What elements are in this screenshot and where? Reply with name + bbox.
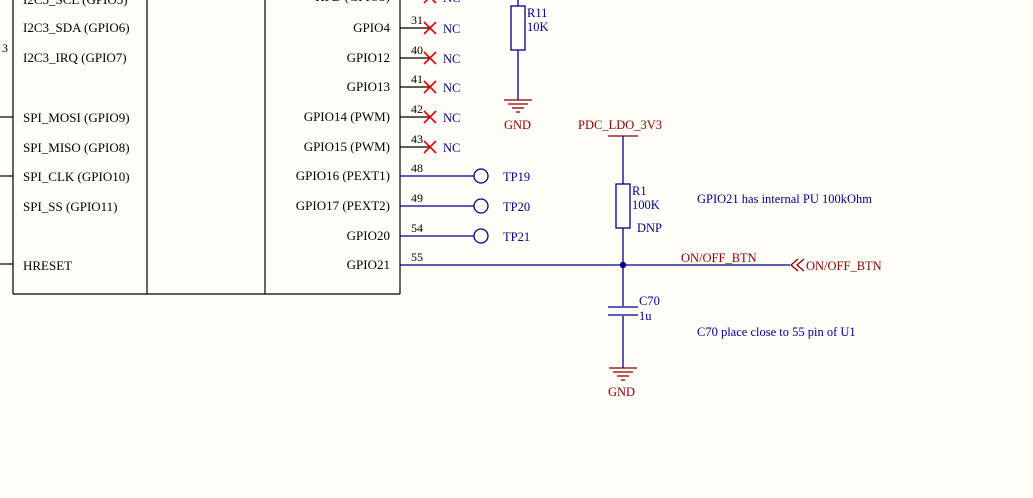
pin-number: 41 [411, 72, 423, 86]
u1-right-pin-hpd-gpio3: HPD (GPIO3) NC [315, 0, 460, 5]
pin-name: GPIO16 (PEXT1) [296, 168, 390, 183]
u1-left-pin-spi-mosi-gpio9: SPI_MOSI (GPIO9) [23, 110, 130, 125]
pin-number: 48 [411, 161, 423, 175]
pin-name: GPIO17 (PEXT2) [296, 198, 390, 213]
nc-x-mark [423, 21, 437, 35]
pin-name: GPIO15 (PWM) [304, 139, 390, 154]
nc-label: NC [443, 111, 460, 125]
power-net-label: PDC_LDO_3V3 [578, 118, 662, 132]
test-point-circle [473, 198, 489, 214]
nc-label: NC [443, 81, 460, 95]
nc-label: NC [443, 52, 460, 66]
nc-label: NC [443, 22, 460, 36]
test-point-label: TP21 [503, 230, 530, 244]
u1-left-pin-i2c3-irq-gpio7: I2C3_IRQ (GPIO7) [23, 50, 127, 65]
left-pin-stubs: 3 [0, 41, 13, 265]
nc-x-mark [423, 80, 437, 94]
u1-left-pin-spi-miso-gpio8: SPI_MISO (GPIO8) [23, 140, 130, 155]
nc-label: NC [443, 141, 460, 155]
note-c70-placement: C70 place close to 55 pin of U1 [697, 325, 856, 339]
pin-name: GPIO13 [347, 79, 390, 94]
note-gpio21-pullup: GPIO21 has internal PU 100kOhm [697, 192, 872, 206]
c70-gnd-label: GND [608, 385, 635, 399]
c70-ref: C70 [639, 294, 660, 308]
r11-gnd-label: GND [504, 118, 531, 132]
r1-ref: R1 [632, 184, 647, 198]
u1-left-pins: I2C3_SCL (GPIO5) I2C3_SDA (GPIO6) I2C3_IRQ… [23, 0, 130, 273]
r1-resistor: R1 100K DNP [615, 183, 662, 265]
nc-x-mark [423, 0, 437, 4]
pin-number: 40 [411, 43, 423, 57]
test-point-label: TP20 [503, 200, 530, 214]
r11-value: 10K [527, 20, 549, 34]
nc-label: NC [443, 0, 460, 5]
r11-ref: R11 [527, 6, 547, 20]
pin-name: GPIO14 (PWM) [304, 109, 390, 124]
pin-number: 49 [411, 191, 423, 205]
pin-name: HPD (GPIO3) [315, 0, 390, 4]
u1-right-pins: HPD (GPIO3)NCGPIO431NCGPIO1240NCGPIO1341… [296, 0, 530, 272]
c70-gnd-symbol: GND [608, 367, 637, 399]
u1-left-pin-spi-ss-gpio11: SPI_SS (GPIO11) [23, 199, 118, 214]
pin-name: GPIO20 [347, 228, 390, 243]
pin-number: 55 [411, 250, 423, 264]
port-label: ON/OFF_BTN [806, 259, 882, 273]
pin-name: GPIO4 [353, 20, 390, 35]
nc-x-mark [423, 140, 437, 154]
u1-body [12, 0, 401, 295]
nc-x-mark [423, 110, 437, 124]
power-net-pdc-ldo-3v3: PDC_LDO_3V3 [578, 118, 662, 184]
r11-gnd-symbol: GND [504, 99, 532, 132]
u1-left-pin-spi-clk-gpio10: SPI_CLK (GPIO10) [23, 169, 130, 184]
pin-number: 42 [411, 102, 423, 116]
left-stub-num: 3 [2, 41, 8, 55]
u1-left-pin-hreset: HRESET [23, 258, 72, 273]
pin-name: GPIO12 [347, 50, 390, 65]
pin-name: GPIO21 [347, 257, 390, 272]
test-point-label: TP19 [503, 170, 530, 184]
gpio21-net: ON/OFF_BTN [400, 251, 790, 269]
r1-value: 100K [632, 198, 660, 212]
nc-x-mark [423, 51, 437, 65]
r1-dnp: DNP [637, 221, 662, 235]
test-point-circle [473, 168, 489, 184]
pin-number: 43 [411, 132, 423, 146]
net-label-on-off-btn: ON/OFF_BTN [681, 251, 757, 265]
pin-number: 31 [411, 13, 423, 27]
r11-resistor: R11 10K [510, 0, 549, 100]
u1-left-pin-i2c3-sda-gpio6: I2C3_SDA (GPIO6) [23, 20, 130, 35]
u1-left-pin-i2c3-scl-gpio5: I2C3_SCL (GPIO5) [23, 0, 128, 7]
test-point-circle [473, 228, 489, 244]
c70-capacitor: C70 1u [608, 265, 660, 368]
port-on-off-btn: ON/OFF_BTN [790, 258, 882, 273]
u1-right-pin-gpio21: GPIO21 55 [347, 250, 423, 272]
c70-value: 1u [639, 309, 652, 323]
pin-number: 54 [411, 221, 423, 235]
